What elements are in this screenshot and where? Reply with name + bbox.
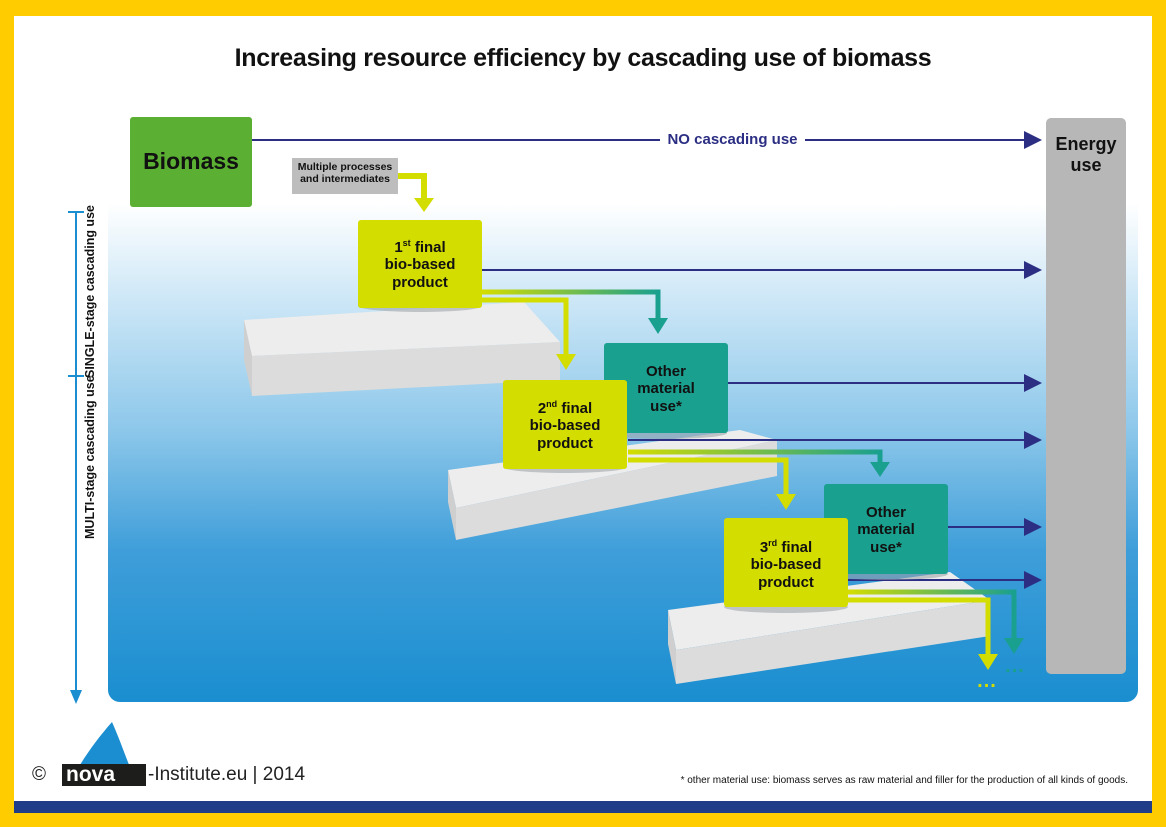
other-material-1-line3: use* [650, 397, 682, 415]
cascade-3-onward [848, 597, 991, 656]
product-3-suffix: rd [768, 538, 778, 548]
product-1-suffix: st [402, 238, 411, 248]
single-stage-label: SINGLE-stage cascading use [83, 205, 97, 378]
product-2-line2: bio-based [529, 417, 601, 435]
processes-label: Multiple processes and intermediates [292, 161, 398, 185]
product-1-label: 1st final bio-based product [358, 238, 482, 291]
product-2-ordinal: 2 [537, 400, 547, 417]
other-material-box-1 [604, 343, 728, 433]
nova-logo [62, 722, 146, 786]
process-connector [396, 173, 427, 200]
other-material-2-line3: use* [870, 538, 902, 556]
other-material-1-line1: Other [645, 363, 686, 380]
processes-label-line1: Multiple processes [297, 161, 393, 173]
other-material-box-2 [824, 484, 948, 574]
energy-use-label: Energy use [1046, 134, 1126, 175]
product-2-box [503, 380, 627, 469]
nova-logo-text: nova [66, 763, 116, 786]
energy-use-column [1046, 118, 1126, 674]
multi-stage-label: MULTI-stage cascading use [83, 375, 97, 539]
product-3-label: 3rd final bio-based product [724, 538, 848, 591]
no-cascading-arrowhead [1024, 131, 1042, 149]
product-1-ordinal: 1 [394, 239, 403, 256]
bottom-bar [14, 801, 1152, 813]
other-material-1-line2: material [637, 380, 695, 398]
product-1-line1: final [414, 239, 446, 256]
product-2-label: 2nd final bio-based product [503, 399, 627, 452]
footnote: * other material use: biomass serves as … [680, 775, 1128, 786]
no-cascading-label: NO cascading use [667, 131, 798, 148]
biomass-box [130, 117, 252, 207]
cascade-2-to-other [628, 449, 883, 464]
step-1 [244, 302, 560, 396]
cascade-1-to-other [482, 289, 661, 320]
product-2-line1: final [561, 400, 593, 417]
product-3-line3: product [758, 573, 814, 591]
product-3-line2: bio-based [750, 556, 822, 574]
product-1-line3: product [392, 273, 448, 291]
copyright-symbol: © [32, 764, 46, 785]
other-material-2-line1: Other [865, 504, 906, 521]
product-2-line3: product [537, 434, 593, 452]
ellipsis-teal: ... [1005, 655, 1025, 677]
other-material-2-label: Other material use* [824, 504, 948, 556]
energy-use-line1: Energy [1055, 134, 1117, 154]
energy-use-line2: use [1070, 154, 1102, 175]
biomass-label: Biomass [143, 148, 239, 174]
other-material-1-label: Other material use* [604, 363, 728, 415]
cascade-3-to-other [848, 589, 1017, 640]
product-1-line2: bio-based [384, 256, 456, 274]
energy-arrows [482, 261, 1042, 589]
processes-box [292, 158, 398, 194]
processes-label-line2: and intermediates [300, 173, 390, 186]
diagram-title: Increasing resource efficiency by cascad… [234, 44, 932, 72]
product-1-box [358, 220, 482, 308]
product-3-ordinal: 3 [759, 539, 769, 556]
ellipsis-yellow: ... [977, 670, 997, 692]
product-2-suffix: nd [546, 399, 558, 409]
product-3-box [724, 518, 848, 607]
cascade-1-to-2 [482, 297, 569, 356]
side-axis-arrowhead [70, 690, 82, 704]
other-material-2-line2: material [857, 521, 915, 539]
product-3-line1: final [781, 539, 813, 556]
cascade-2-to-3 [628, 457, 789, 496]
credit-text: -Institute.eu | 2014 [148, 764, 306, 785]
